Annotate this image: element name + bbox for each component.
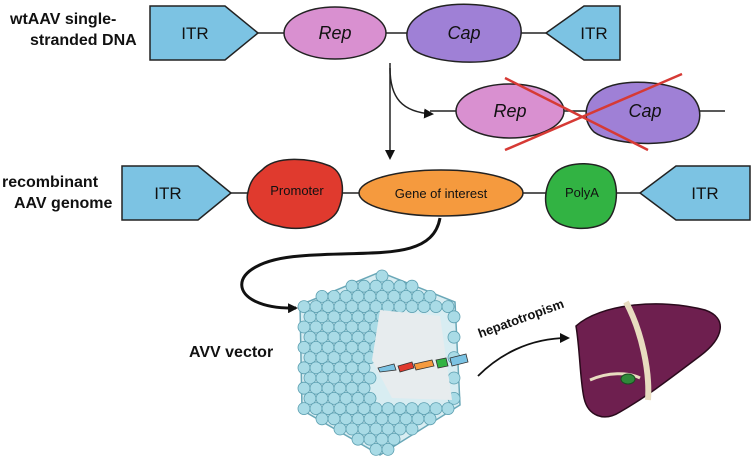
wt-itr-right: ITR <box>544 5 621 61</box>
tropism-arrow <box>477 333 570 377</box>
svg-text:PolyA: PolyA <box>565 185 599 200</box>
packaged-genome <box>377 353 469 373</box>
promoter-segment: Promoter <box>246 158 344 229</box>
rec-itr-right: ITR <box>638 165 751 221</box>
svg-text:ITR: ITR <box>154 184 181 203</box>
tropism-label: hepatotropism <box>476 296 566 341</box>
aav-capsid <box>297 269 461 456</box>
packaging-arrow <box>240 217 442 314</box>
rec-label-line1: recombinant <box>2 174 99 191</box>
removed-rep-segment: Rep <box>455 83 565 139</box>
svg-text:Promoter: Promoter <box>270 183 324 198</box>
svg-text:Rep: Rep <box>318 23 351 43</box>
rec-label-line2: AAV genome <box>14 195 112 212</box>
svg-text:Rep: Rep <box>493 101 526 121</box>
svg-text:Cap: Cap <box>628 101 661 121</box>
rec-itr-left: ITR <box>121 165 233 221</box>
svg-text:ITR: ITR <box>181 24 208 43</box>
svg-text:ITR: ITR <box>580 24 607 43</box>
cross-out-mark <box>504 72 683 152</box>
removed-cap-segment: Cap <box>585 81 701 145</box>
wt-rep-segment: Rep <box>283 6 387 60</box>
vector-label: AVV vector <box>189 344 273 361</box>
svg-text:Gene of interest: Gene of interest <box>395 186 488 201</box>
wt-label-line2: stranded DNA <box>30 32 137 49</box>
svg-text:ITR: ITR <box>691 184 718 203</box>
svg-text:Cap: Cap <box>447 23 480 43</box>
wt-cap-segment: Cap <box>406 3 522 63</box>
polya-segment: PolyA <box>544 163 618 230</box>
wt-itr-left: ITR <box>149 5 260 61</box>
liver-illustration <box>575 300 722 418</box>
wt-label-line1: wtAAV single- <box>9 11 116 28</box>
gene-of-interest-segment: Gene of interest <box>358 169 524 217</box>
removal-arrow <box>389 67 434 119</box>
